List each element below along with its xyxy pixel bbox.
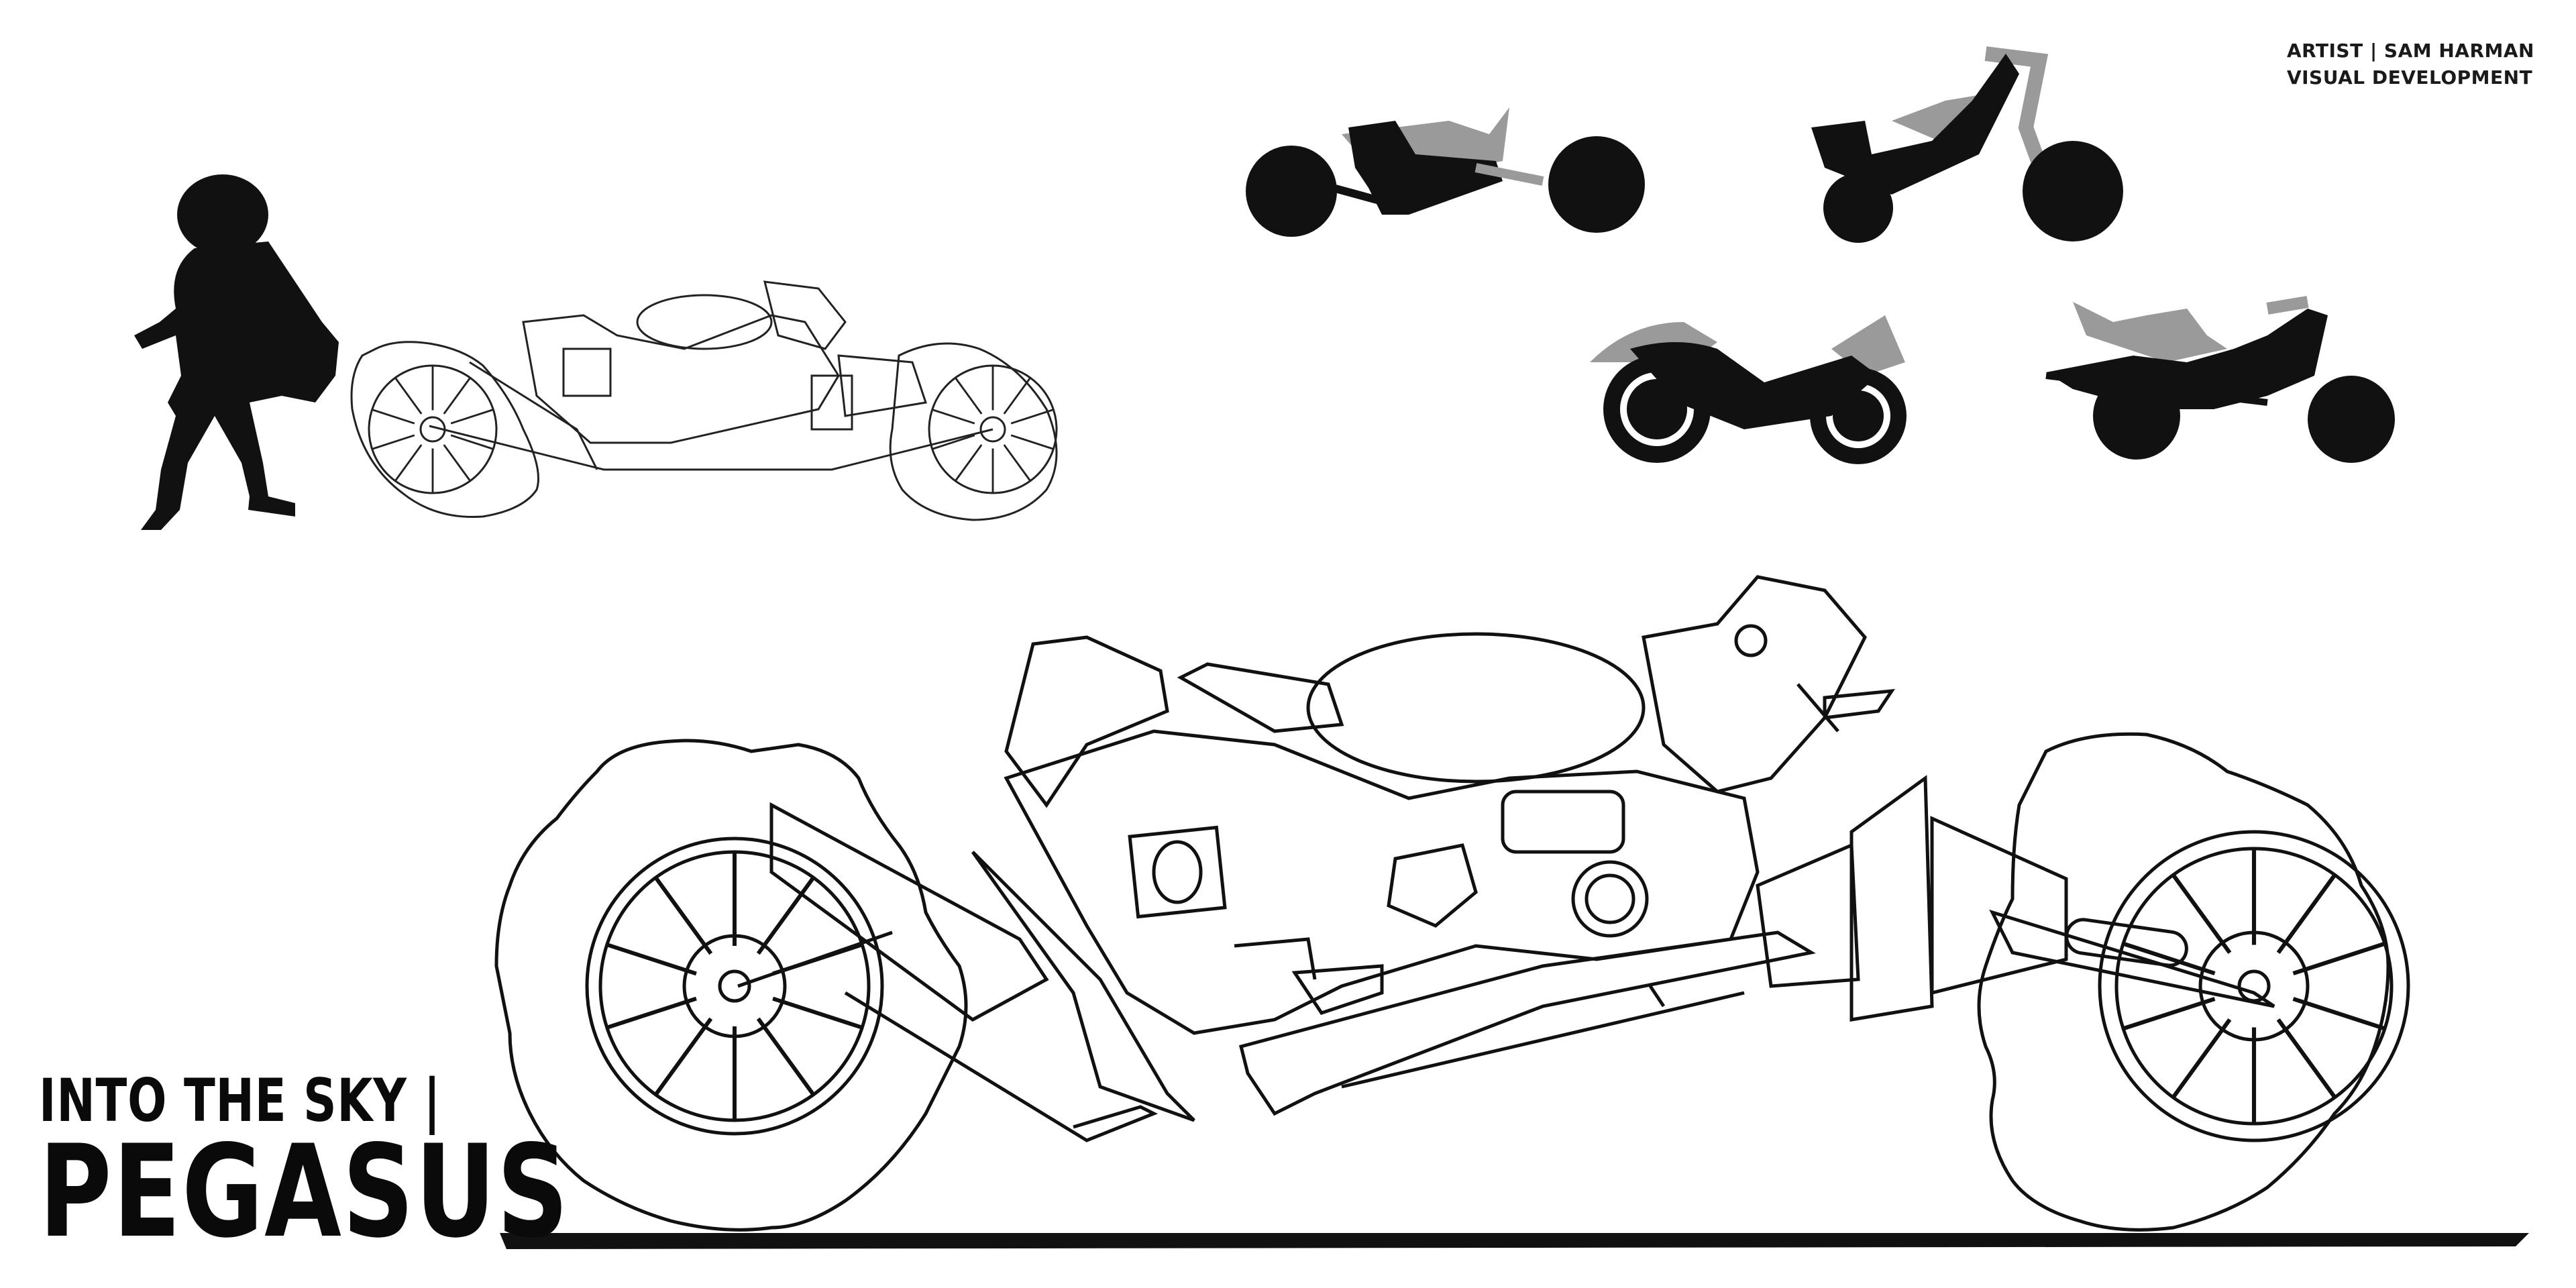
motorcycle-lineart-large: [494, 575, 2408, 1232]
title-heading: PEGASUS: [39, 1118, 570, 1266]
bike-thumbnail-2: [1811, 46, 2123, 243]
character-silhouette: [134, 174, 339, 530]
credit-block: ARTIST | SAM HARMAN VISUAL DEVELOPMENT: [2287, 38, 2534, 91]
bike-thumbnail-1: [1246, 107, 1645, 237]
artist-credit: ARTIST | SAM HARMAN: [2286, 40, 2534, 62]
bike-thumbnail-4: [2045, 296, 2395, 463]
title-lockup: INTO THE SKY | PEGASUS: [39, 1066, 570, 1266]
motorcycle-lineart-small: [352, 280, 1057, 520]
bike-thumbnail-3: [1590, 315, 1907, 464]
role-credit: VISUAL DEVELOPMENT: [2286, 66, 2533, 89]
ground-line: [500, 1233, 2529, 1249]
title-subheading: INTO THE SKY |: [39, 1066, 441, 1135]
